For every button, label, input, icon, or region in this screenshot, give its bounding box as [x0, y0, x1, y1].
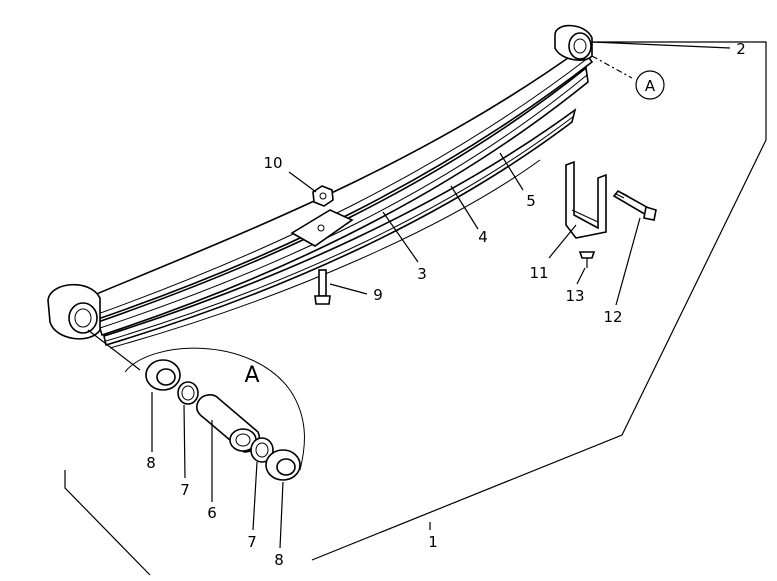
label-8-lower: 8 — [274, 551, 284, 569]
label-7-upper: 7 — [180, 481, 190, 499]
center-bolt — [314, 269, 331, 305]
label-11: 11 — [529, 264, 548, 282]
label-5: 5 — [526, 192, 536, 210]
label-2: 2 — [736, 40, 746, 58]
bushing-lower — [265, 449, 301, 481]
detail-group-label: A — [244, 363, 259, 388]
assembly-bracket — [64, 41, 767, 576]
leaf-spring-pack — [80, 46, 594, 349]
long-bolt — [612, 189, 657, 221]
center-clamp — [290, 209, 354, 247]
label-12: 12 — [603, 308, 622, 326]
spring-eye-front — [554, 24, 593, 61]
label-4: 4 — [478, 228, 488, 246]
sleeve — [195, 394, 260, 453]
label-7-lower: 7 — [247, 533, 257, 551]
label-10: 10 — [263, 154, 282, 172]
spring-eye-rear — [47, 283, 101, 340]
label-3: 3 — [417, 265, 427, 283]
center-nut — [312, 185, 334, 207]
washer-lower — [250, 437, 274, 463]
leader-lines — [151, 41, 731, 549]
label-9: 9 — [373, 286, 383, 304]
label-6: 6 — [207, 504, 217, 522]
detail-a-group — [87, 329, 305, 471]
detail-ref-label: A — [645, 77, 656, 95]
detail-a-callout: A — [591, 55, 665, 100]
u-bracket — [565, 160, 607, 239]
label-1: 1 — [428, 533, 438, 551]
label-8-upper: 8 — [146, 454, 156, 472]
bushing-upper — [145, 359, 181, 391]
small-screw — [578, 251, 596, 268]
washer-upper — [177, 381, 199, 405]
label-13: 13 — [565, 287, 584, 305]
